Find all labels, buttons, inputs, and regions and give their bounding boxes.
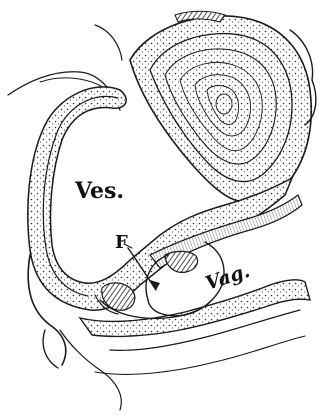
uterus [130,16,316,202]
fistula-label: F [115,232,128,253]
bladder-label: Ves. [74,178,124,204]
vagina-label: Vag. [203,260,253,295]
